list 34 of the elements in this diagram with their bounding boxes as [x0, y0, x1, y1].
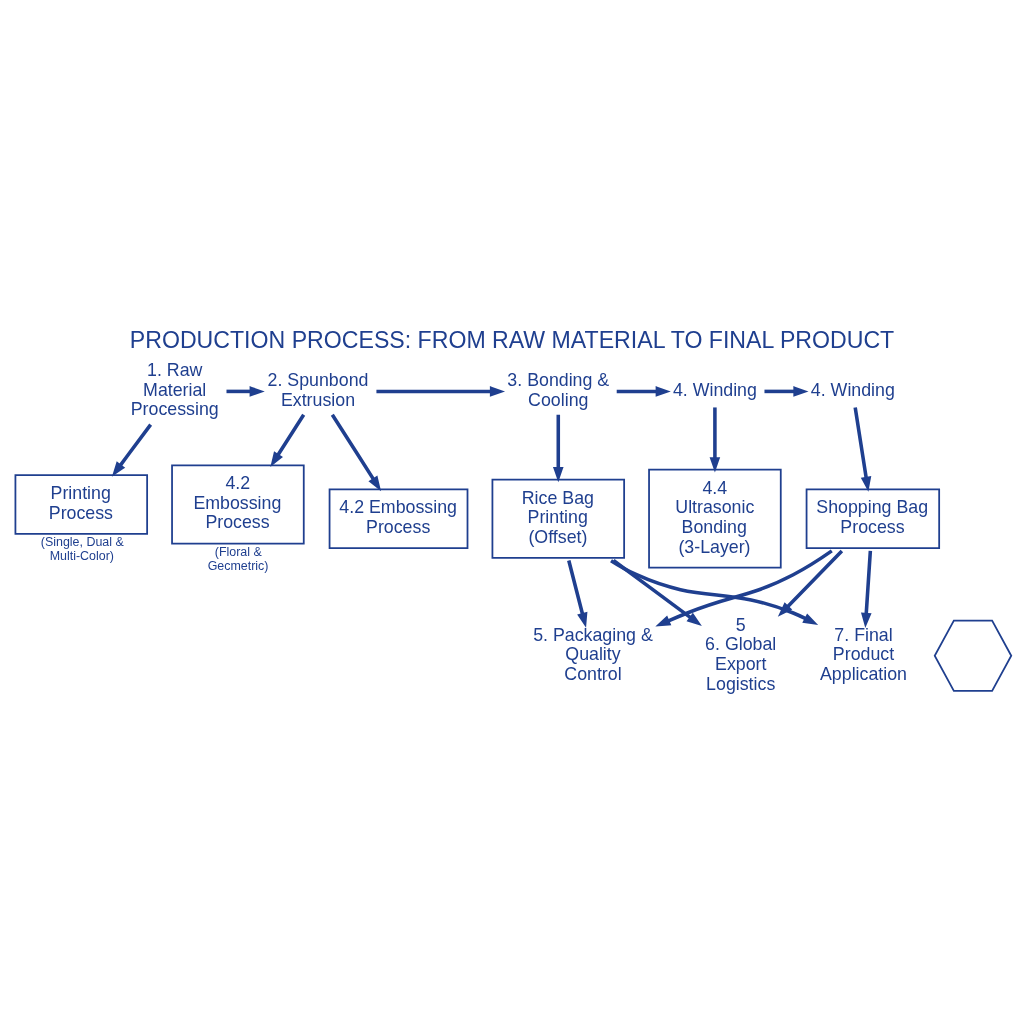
arrow	[612, 559, 702, 627]
node-label: (Floral & Gecmetric)	[207, 545, 269, 573]
arrow	[270, 413, 306, 467]
arrow	[860, 550, 873, 629]
arrow	[552, 414, 564, 483]
diagram-title: PRODUCTION PROCESS: FROM RAW MATERIAL TO FINAL PRODUCT	[129, 326, 895, 353]
node-text: 7. Final Product Application	[820, 624, 908, 684]
node-text: 3. Bonding & Cooling	[507, 370, 610, 410]
arrow	[226, 386, 265, 397]
node-box: Rice Bag Printing (Offset)	[491, 478, 625, 559]
arrow	[853, 407, 872, 492]
node-hexagon	[933, 619, 1013, 692]
arrow	[616, 386, 671, 397]
node-text: 2. Spunbond Extrusion	[267, 370, 369, 410]
node-box: 4.2 Embossing Process	[171, 464, 305, 545]
node-box: Printing Process	[14, 474, 148, 535]
node-text: 4. Winding	[810, 379, 895, 400]
node-text: 5 6. Global Export Logistics	[705, 614, 777, 694]
node-label: (Single, Dual & Multi-Color)	[40, 535, 124, 563]
node-box: 4.4 Ultrasonic Bonding (3-Layer)	[648, 468, 782, 569]
node-text: 5. Packaging & Quality Control	[533, 624, 653, 684]
arrow	[709, 407, 721, 473]
node-text: 1. Raw Material Processing	[130, 360, 219, 420]
arrow	[111, 423, 153, 477]
node-box: Shopping Bag Process	[805, 488, 941, 549]
arrow	[610, 559, 819, 626]
arrow	[777, 549, 844, 617]
node-box: 4.2 Embossing Process	[328, 488, 469, 549]
arrow	[655, 549, 833, 627]
arrow	[330, 413, 382, 492]
arrow	[567, 560, 588, 628]
arrow	[764, 386, 809, 397]
node-text: 4. Winding	[672, 379, 757, 400]
arrow	[376, 386, 506, 397]
